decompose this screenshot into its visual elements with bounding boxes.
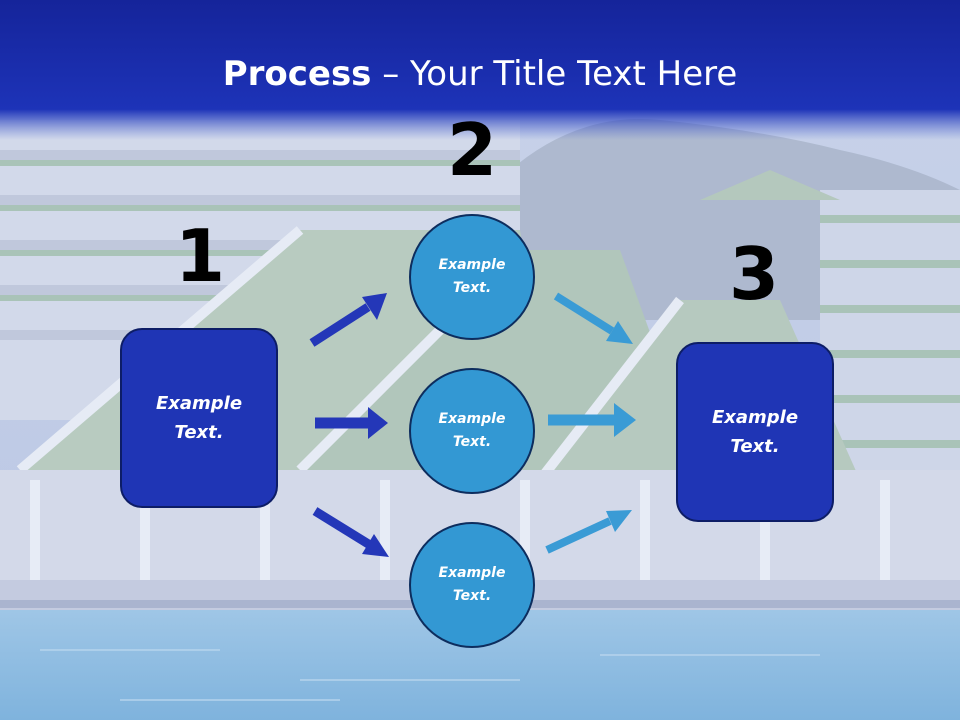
title-rest: – Your Title Text Here xyxy=(371,54,738,94)
arrow-top-to-right xyxy=(553,292,633,344)
arrow-left-to-bottom xyxy=(312,507,389,557)
arrow-bottom-to-right xyxy=(545,510,632,554)
step-number-1: 1 xyxy=(174,214,226,298)
circle-bottom-text: Example Text. xyxy=(438,565,506,604)
slide-title: Process – Your Title Text Here xyxy=(0,52,960,96)
circle-top-text: Example Text. xyxy=(438,257,506,296)
left-process-box[interactable]: Example Text. xyxy=(120,328,278,508)
arrow-left-to-middle xyxy=(315,407,388,439)
process-circle-bottom[interactable]: Example Text. xyxy=(409,522,535,648)
right-process-box[interactable]: Example Text. xyxy=(676,342,834,522)
left-box-text: Example Text. xyxy=(155,393,243,443)
arrow-left-to-top xyxy=(309,293,387,347)
title-bold: Process xyxy=(222,54,372,94)
right-box-text: Example Text. xyxy=(711,407,799,457)
arrow-middle-to-right xyxy=(548,403,636,437)
process-circle-middle[interactable]: Example Text. xyxy=(409,368,535,494)
step-number-2: 2 xyxy=(446,108,498,192)
step-number-3: 3 xyxy=(728,232,780,316)
circle-middle-text: Example Text. xyxy=(438,411,506,450)
process-circle-top[interactable]: Example Text. xyxy=(409,214,535,340)
